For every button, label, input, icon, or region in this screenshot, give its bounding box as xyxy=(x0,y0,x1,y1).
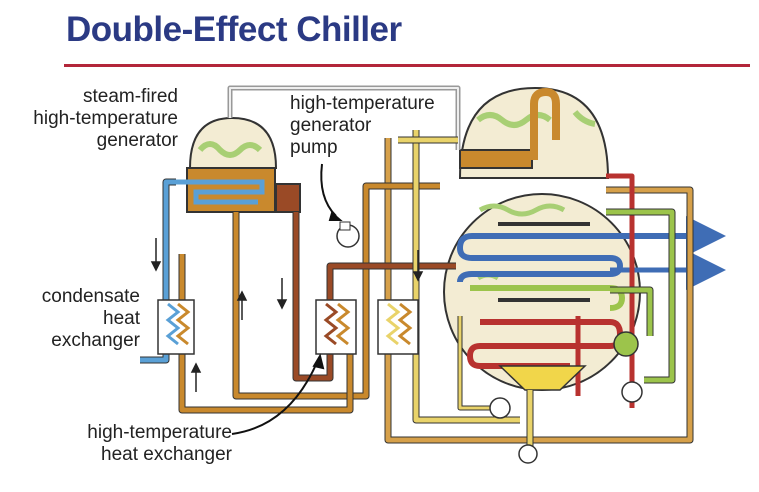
high-temperature-generator-pump xyxy=(336,221,360,248)
bottom-pump xyxy=(518,444,538,464)
solution-pump xyxy=(489,397,511,419)
refrigerant-pump xyxy=(621,381,643,403)
label-generator-pump: high-temperature generator pump xyxy=(290,93,435,158)
condenser-generator-vessel xyxy=(458,86,610,179)
diagram-title: Double-Effect Chiller xyxy=(66,10,402,49)
absorber-evaporator-shell xyxy=(443,193,726,396)
flow-arrows xyxy=(150,238,424,392)
green-refrigerant-tank xyxy=(613,331,639,357)
leader-lines xyxy=(231,163,343,435)
condensate-heat-exchanger xyxy=(157,299,195,355)
label-high-temperature-heat-exchanger: high-temperature heat exchanger xyxy=(87,422,232,465)
high-temperature-heat-exchanger xyxy=(315,299,357,355)
title-underline xyxy=(64,64,750,67)
label-condensate-heat-exchanger: condensate heat exchanger xyxy=(41,286,140,351)
high-temperature-generator xyxy=(176,116,301,213)
low-temperature-heat-exchanger xyxy=(377,299,419,355)
label-steam-fired-generator: steam-fired high-temperature generator xyxy=(33,86,178,151)
